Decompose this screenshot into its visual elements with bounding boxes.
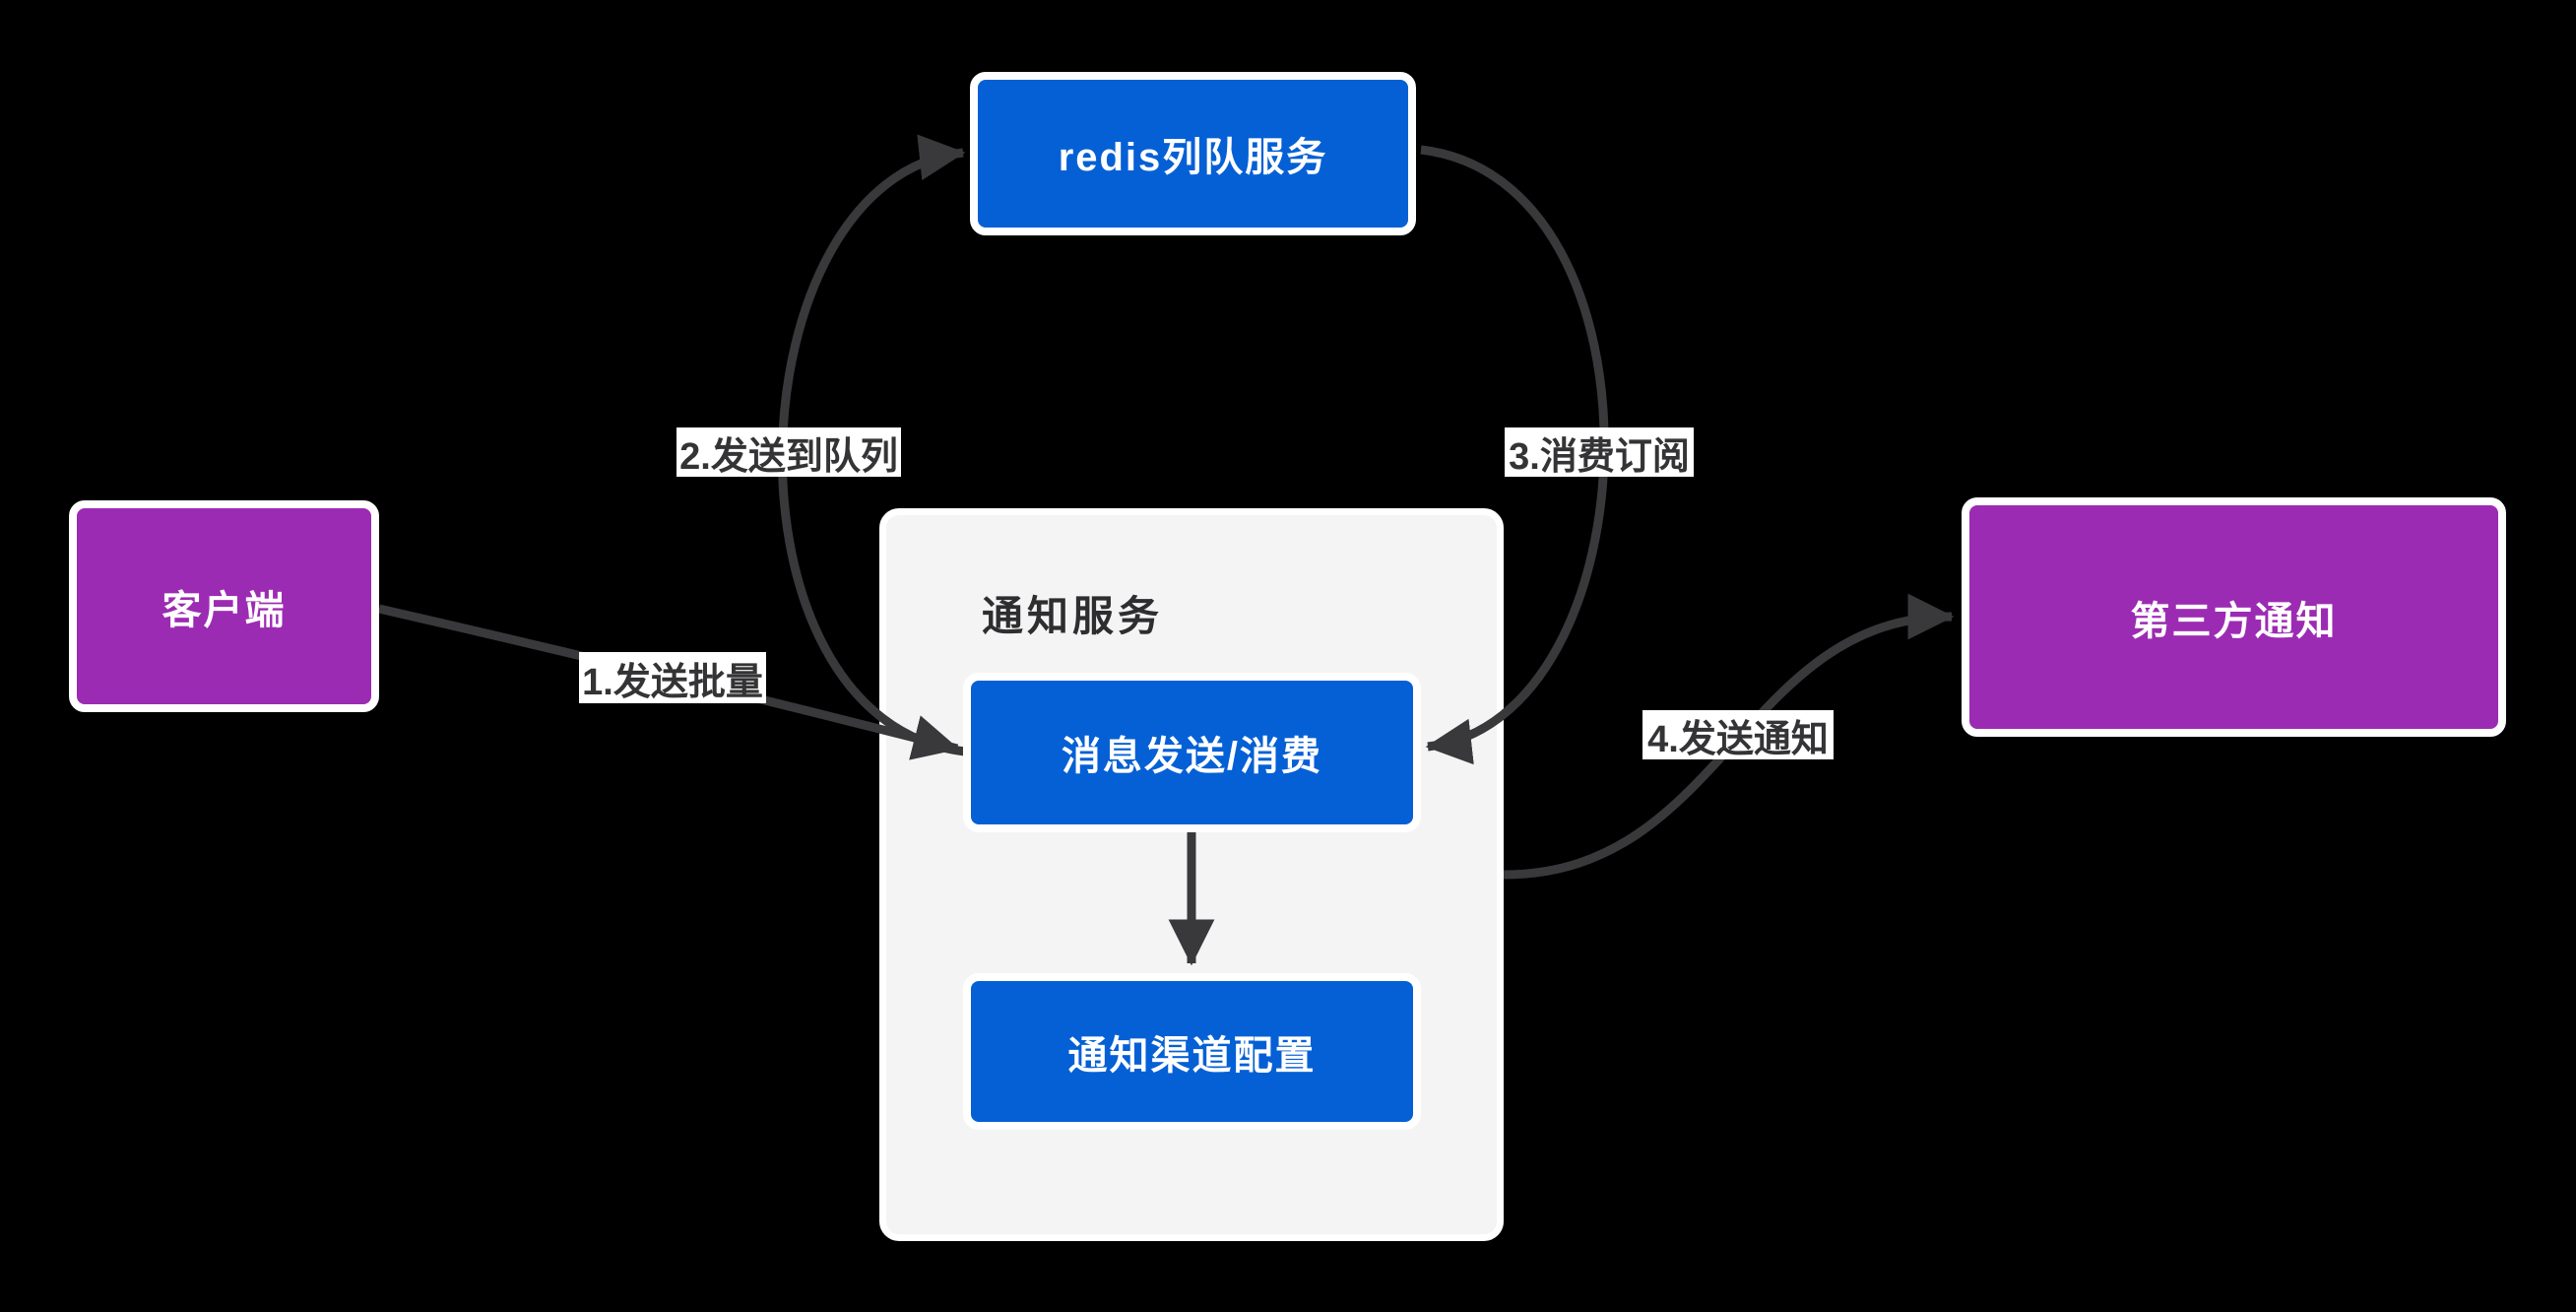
node-redis-queue-service: redis列队服务 [970,72,1416,235]
node-third-party-notification: 第三方通知 [1962,497,2506,737]
node-client: 客户端 [69,500,379,712]
node-message-send-consume-label: 消息发送/消费 [1061,735,1323,778]
edge-label-1-send-batch: 1.发送批量 [579,652,766,703]
notification-service-title: 通知服务 [982,593,1164,639]
node-notification-channel-config-label: 通知渠道配置 [1067,1033,1317,1078]
node-client-label: 客户端 [161,588,287,632]
edge-label-4-send-notification: 4.发送通知 [1642,710,1834,760]
edge-label-2-send-to-queue: 2.发送到队列 [676,427,901,478]
node-notification-channel-config: 通知渠道配置 [963,973,1421,1130]
edge-label-3-consume-subscribe: 3.消费订阅 [1505,427,1694,478]
node-third-party-notification-label: 第三方通知 [2130,599,2338,643]
node-redis-queue-service-label: redis列队服务 [1058,136,1328,179]
node-message-send-consume: 消息发送/消费 [963,673,1421,832]
